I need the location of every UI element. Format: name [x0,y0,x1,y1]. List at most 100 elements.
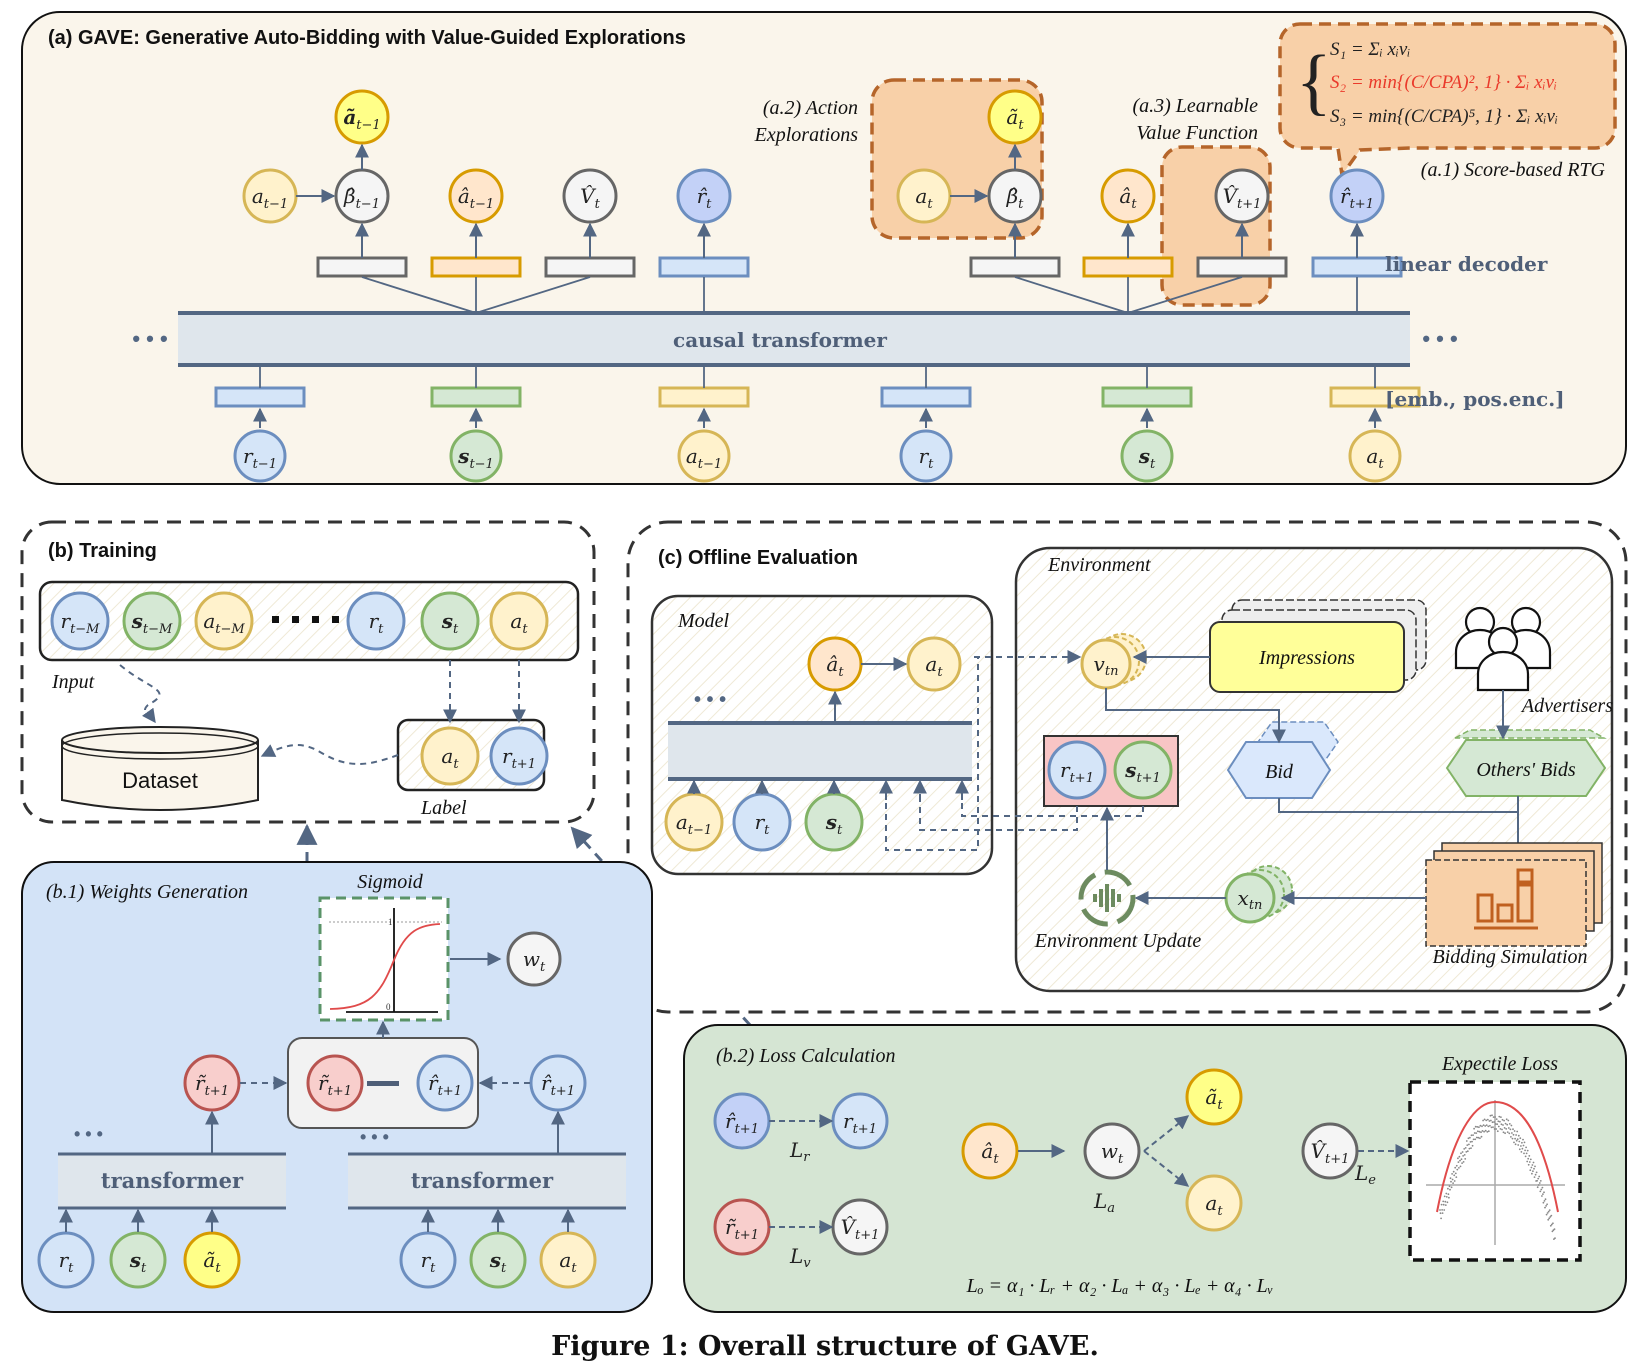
scatter-point [1441,1209,1443,1211]
scatter-point [1510,1124,1513,1127]
scatter-point [1452,1182,1454,1184]
r-hat-right-label: r̂t+1 [541,1071,575,1099]
loss-v-hat-a: V̂t+1 [831,1198,889,1256]
scatter-point [1483,1130,1485,1133]
scatter-point [1497,1125,1500,1128]
scatter-point [1504,1122,1507,1125]
output-v-hat-next: V̂t+1 [1214,168,1270,224]
bid-hexagon[interactable] [1226,741,1332,799]
scatter-point [1469,1136,1471,1139]
dataset-cylinder[interactable]: Dataset [61,726,259,811]
weight-w-label: wt [523,947,546,975]
scatter-point [1532,1161,1535,1164]
decoder-box [1082,256,1174,278]
scatter-point [1490,1119,1492,1122]
input-token-2: at−1 [677,429,731,483]
scatter-point [1488,1120,1491,1122]
svg-text:La: La [1093,1189,1115,1216]
scatter-point [1529,1158,1532,1161]
scatter-point [1538,1175,1541,1178]
loss-to-training-arrow [570,826,752,1027]
loss-w: wt [1083,1122,1141,1180]
scatter-point [1439,1212,1442,1215]
model-label: Model [677,610,730,632]
action-explorations-label-line1: (a.2) Action [763,97,858,119]
scatter-point [1499,1120,1501,1123]
others-bids-hexagon[interactable] [1445,739,1607,797]
scatter-point [1492,1116,1495,1118]
panel-b1: (b.1) Weights Generation Sigmoid 1 0 wt … [21,861,653,1313]
embedding-box [214,386,306,408]
output-a-hat-label: ât [1119,184,1137,212]
scatter-point [1495,1128,1498,1130]
input-token-0: rt−1 [233,429,287,483]
score-rtg-callout [1278,22,1617,180]
embedding-label: [emb., pos.enc.] [1385,387,1565,411]
input-token-2-label: at−1 [686,444,722,472]
scatter-point [1457,1157,1459,1160]
value-function-highlight [1160,145,1272,307]
scatter-point [1554,1237,1556,1239]
scatter-point [1472,1134,1474,1136]
bidding-simulation-box[interactable] [1425,859,1587,947]
scatter-point [1543,1191,1545,1194]
scatter-point [1479,1137,1481,1140]
right-input-0-label: rt [421,1248,437,1276]
output-r-hat-label: r̂t [697,184,713,212]
loss-r-tilde: r̃t+1 [713,1198,771,1256]
input-token-5-label: at [1366,444,1384,472]
scatter-point [1519,1137,1522,1140]
scatter-point [1468,1147,1471,1150]
ellipsis-right: • • • [360,1127,389,1147]
decoder-box [544,256,636,278]
output-a-tilde-prev-label: ãt−1 [343,105,380,133]
scatter-point [1506,1123,1509,1126]
loss-a-label: at [1205,1191,1223,1219]
scatter-point [1460,1158,1463,1161]
formula-s1: S₁ = Σᵢ xᵢvᵢ [1330,39,1410,60]
scatter-point [1526,1149,1529,1152]
scatter-point [1501,1128,1503,1131]
scatter-point [1482,1119,1484,1122]
left-input-1-label: st [129,1248,147,1276]
svg-text:Lr: Lr [789,1138,810,1165]
output-r-hat: r̂t [676,168,732,224]
scatter-point [1476,1130,1479,1133]
scatter-point [1466,1150,1469,1153]
formula-s3: S₃ = min{(C/CPA)⁵, 1} · Σᵢ xᵢvᵢ [1330,106,1558,127]
advertisers-label: Advertisers [1520,695,1613,717]
transformer-left-label: transformer [101,1168,244,1193]
scatter-point [1505,1128,1508,1130]
loss-r: rt+1 [831,1092,889,1150]
scatter-point [1499,1128,1502,1130]
scatter-point [1517,1134,1520,1137]
scatter-point [1513,1130,1516,1132]
panel-c-title: (c) Offline Evaluation [658,547,858,569]
scatter-point [1543,1200,1546,1202]
scatter-point [1491,1114,1493,1117]
output-v-hat: V̂t [562,168,618,224]
scatter-point [1530,1166,1533,1169]
scatter-point [1517,1144,1520,1146]
transformer-right [348,1153,626,1209]
scatter-point [1464,1147,1467,1149]
scatter-point [1527,1163,1530,1166]
environment-update-icon [1078,869,1136,927]
scatter-point [1527,1157,1530,1160]
x-tn-label: xtn [1238,886,1263,913]
scatter-point [1445,1192,1448,1195]
scatter-point [1544,1198,1547,1201]
decoder-label: linear decoder [1385,252,1548,276]
ellipsis-left: • • • [132,326,167,351]
scatter-point [1515,1139,1518,1142]
scatter-point [1500,1116,1502,1118]
environment-label: Environment [1047,554,1151,576]
scatter-point [1513,1141,1515,1144]
svg-text:0: 0 [386,1002,391,1012]
scatter-point [1496,1130,1499,1133]
scatter-point [1459,1159,1461,1162]
embedding-box [658,386,750,408]
embedding-box [1101,386,1193,408]
